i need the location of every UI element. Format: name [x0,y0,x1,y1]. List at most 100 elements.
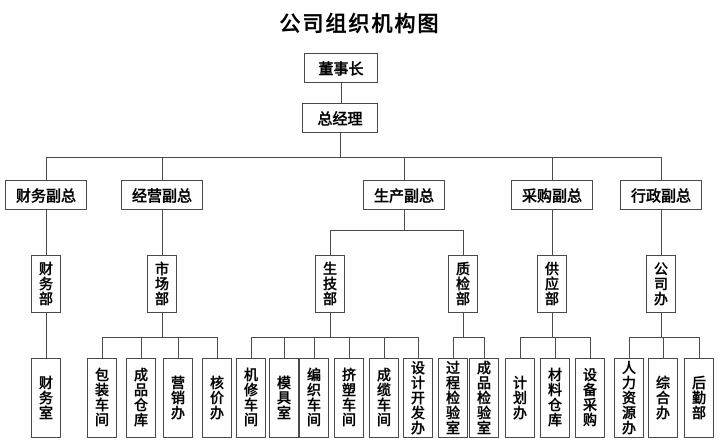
connector-line [661,210,662,255]
connector-line [463,230,464,255]
connector-line [162,313,163,337]
unit-box-hr-office: 人 力 资 源 办 [614,358,644,438]
dept-box-finance: 财 务 部 [31,255,61,313]
connector-line [340,133,341,157]
unit-label: 模 具 室 [277,374,291,421]
vp-box-finance: 财务副总 [5,180,87,210]
vp-box-operations: 经营副总 [121,180,203,210]
dept-label: 市 场 部 [155,260,169,307]
connector-line [162,157,163,180]
connector-line [251,337,418,338]
connector-line [330,230,463,231]
unit-box-general-office: 综 合 办 [648,358,678,438]
connector-line [102,337,103,358]
connector-line [629,337,630,358]
unit-label: 设 计 开 发 办 [411,359,425,436]
unit-box-finished-goods-warehouse: 成 品 仓 库 [126,358,156,438]
unit-box-mold-room: 模 具 室 [269,358,299,438]
general-manager-box: 总经理 [302,103,378,133]
chairman-box: 董事长 [304,53,378,83]
connector-line [217,337,218,358]
connector-line [251,337,252,358]
unit-label: 营 销 办 [171,374,185,421]
unit-box-equipment-procurement: 设 备 采 购 [575,358,605,438]
connector-line [663,337,664,358]
connector-line [484,337,485,358]
connector-line [162,210,163,255]
unit-box-packaging-workshop: 包 装 车 间 [87,358,117,438]
dept-box-production-tech: 生 技 部 [315,255,345,313]
connector-line [384,337,385,358]
dept-box-supply: 供 应 部 [537,255,567,313]
unit-label: 包 装 车 间 [95,367,109,428]
dept-label: 生 技 部 [323,260,337,307]
connector-line [555,337,556,358]
unit-label: 人 力 资 源 办 [622,359,636,436]
unit-box-extrusion-workshop: 挤 塑 车 间 [334,358,364,438]
connector-line [552,157,553,180]
unit-label: 设 备 采 购 [583,367,597,428]
unit-box-pricing-office: 核 价 办 [202,358,232,438]
dept-label: 供 应 部 [545,260,559,307]
unit-box-machine-repair-workshop: 机 修 车 间 [236,358,266,438]
unit-label: 成 品 仓 库 [134,367,148,428]
vp-box-procurement: 采购副总 [511,180,593,210]
connector-line [552,210,553,255]
unit-label: 成 品 检 验 室 [477,359,491,436]
unit-label: 计 划 办 [513,374,527,421]
unit-label: 后 勤 部 [692,374,706,421]
connector-line [102,337,217,338]
unit-label: 机 修 车 间 [244,367,258,428]
connector-line [629,337,699,338]
unit-box-planning-office: 计 划 办 [505,358,535,438]
connector-line [418,337,419,358]
connector-line [520,337,521,358]
unit-label: 综 合 办 [656,374,670,421]
unit-label: 财 务 室 [39,374,53,421]
connector-line [349,337,350,358]
unit-label: 编 织 车 间 [307,367,321,428]
dept-label: 财 务 部 [39,260,53,307]
dept-label: 质 检 部 [456,260,470,307]
dept-box-marketing: 市 场 部 [147,255,177,313]
unit-label: 成 缆 车 间 [377,367,391,428]
connector-line [552,313,553,337]
connector-line [661,157,662,180]
connector-line [46,313,47,358]
connector-line [453,337,484,338]
unit-label: 过 程 检 验 室 [446,359,460,436]
connector-line [46,157,661,158]
connector-line [590,337,591,358]
unit-box-finance-room: 财 务 室 [31,358,61,438]
connector-line [46,157,47,180]
connector-line [404,210,405,230]
connector-line [46,210,47,255]
unit-label: 挤 塑 车 间 [342,367,356,428]
connector-line [330,230,331,255]
vp-box-admin: 行政副总 [620,180,702,210]
connector-line [661,313,662,337]
connector-line [404,157,405,180]
connector-line [284,337,285,358]
connector-line [330,313,331,337]
connector-line [178,337,179,358]
vp-box-production: 生产副总 [363,180,445,210]
connector-line [314,337,315,358]
dept-box-quality-inspection: 质 检 部 [448,255,478,313]
connector-line [341,83,342,103]
dept-box-company-office: 公 司 办 [646,255,676,313]
unit-box-product-inspection-room: 成 品 检 验 室 [469,358,499,438]
unit-box-marketing-office: 营 销 办 [163,358,193,438]
connector-line [141,337,142,358]
unit-box-design-development-office: 设 计 开 发 办 [403,358,433,438]
unit-label: 材 料 仓 库 [548,367,562,428]
unit-box-weaving-workshop: 编 织 车 间 [299,358,329,438]
unit-box-process-inspection-room: 过 程 检 验 室 [438,358,468,438]
dept-label: 公 司 办 [654,260,668,307]
connector-line [463,313,464,337]
unit-box-logistics-dept: 后 勤 部 [684,358,714,438]
page-title: 公司组织机构图 [279,13,441,36]
unit-box-cabling-workshop: 成 缆 车 间 [369,358,399,438]
connector-line [699,337,700,358]
